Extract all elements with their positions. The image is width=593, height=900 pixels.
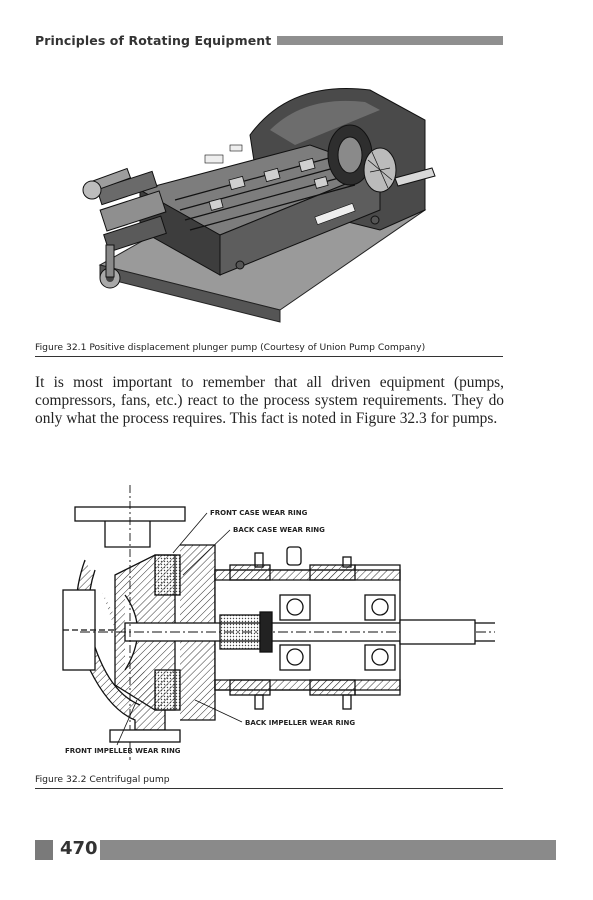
- figure-2-caption-rule: [35, 788, 503, 789]
- figure-1-caption-rule: [35, 356, 503, 357]
- footer-bar: [100, 840, 556, 860]
- centrifugal-pump-diagram: FRONT CASE WEAR RING BACK CASE WEAR RING…: [62, 485, 495, 760]
- plunger-pump-illustration: [82, 87, 436, 323]
- figure-1-caption: Figure 32.1 Positive displacement plunge…: [35, 342, 426, 353]
- back-impeller-wear-ring-label: BACK IMPELLER WEAR RING: [245, 719, 355, 727]
- running-head-title: Principles of Rotating Equipment: [35, 32, 272, 48]
- figure-2-caption: Figure 32.2 Centrifugal pump: [35, 774, 170, 785]
- running-head: Principles of Rotating Equipment: [35, 32, 503, 48]
- body-paragraph: It is most important to remember that al…: [35, 374, 504, 427]
- back-case-wear-ring-label: BACK CASE WEAR RING: [233, 526, 325, 534]
- front-impeller-wear-ring-label: FRONT IMPELLER WEAR RING: [65, 747, 181, 755]
- page-number: 470: [60, 838, 98, 859]
- front-case-wear-ring-label: FRONT CASE WEAR RING: [210, 509, 308, 517]
- running-head-bar: [277, 35, 503, 45]
- page-number-marker: [35, 840, 53, 860]
